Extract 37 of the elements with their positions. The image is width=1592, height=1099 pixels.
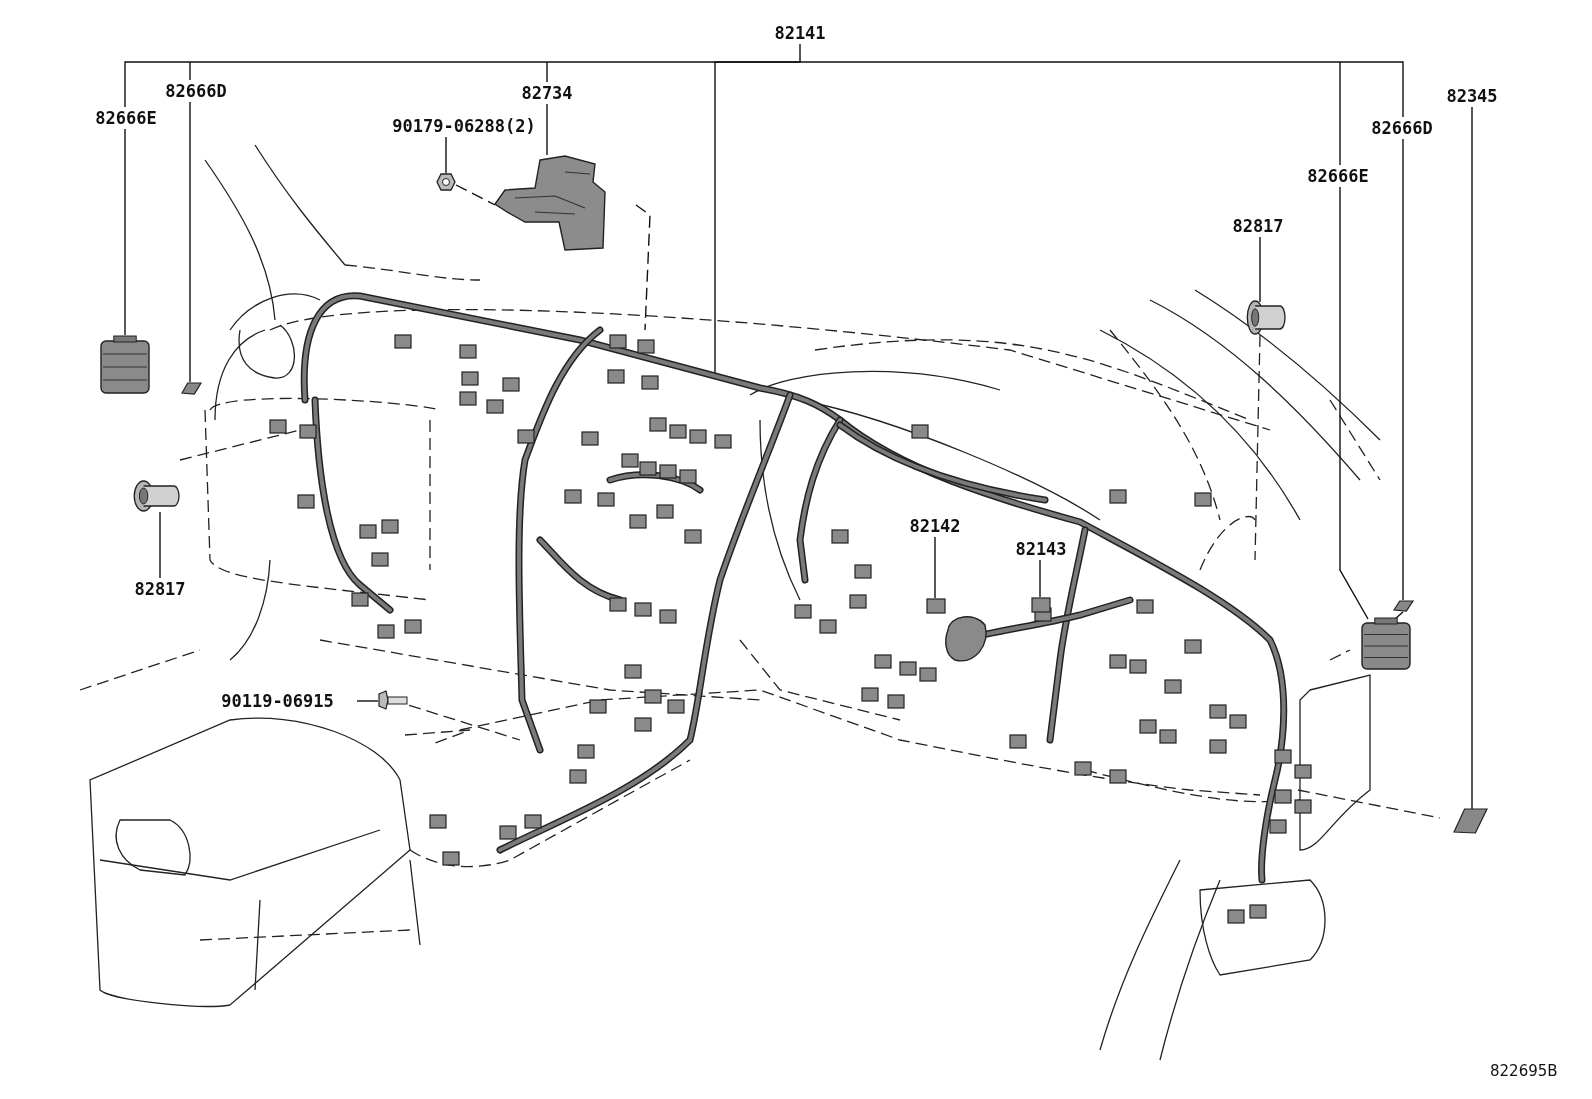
leader-line: [189, 101, 191, 383]
part-number: 90179-06288(2): [385, 115, 543, 137]
clip-drawing: [1392, 600, 1414, 612]
clip-drawing: [1452, 808, 1488, 834]
figure-code: 822695B: [1490, 1061, 1558, 1082]
clip-drawing: [180, 382, 202, 395]
part-number: 90119-06915: [198, 690, 357, 712]
leader-line: [356, 700, 379, 702]
connector-drawing: [926, 598, 946, 614]
leader-line: [159, 511, 161, 579]
leader-line: [1402, 138, 1404, 601]
part-number: 82143: [1005, 538, 1077, 560]
nut-drawing: [436, 172, 456, 192]
part-number: 82817: [1222, 215, 1294, 237]
part-number: 82666D: [1362, 117, 1442, 139]
connector-block-drawing: [1358, 617, 1414, 673]
part-number: 82734: [512, 82, 582, 104]
leader-line: [934, 536, 936, 599]
part-number: 82666D: [158, 80, 234, 102]
leader-line: [124, 128, 126, 336]
leader-line: [1039, 559, 1041, 598]
part-number: 82345: [1436, 85, 1508, 107]
part-number: 82142: [899, 515, 971, 537]
leader-line: [1471, 106, 1473, 811]
mounting-guide-line: [1394, 611, 1404, 620]
connector-drawing: [1031, 597, 1051, 613]
leader-line: [445, 136, 447, 174]
part-number: 82817: [124, 578, 196, 600]
part-number: 82666E: [1298, 165, 1378, 187]
leader-line: [1339, 186, 1369, 620]
mounting-guide-line: [455, 184, 496, 206]
part-number: 82666E: [88, 107, 164, 129]
part-number: 82141: [767, 22, 833, 44]
connector-block-drawing: [97, 335, 153, 397]
mounting-guide-line: [635, 204, 651, 331]
leader-line: [546, 103, 548, 156]
leader-line: [1259, 236, 1261, 303]
